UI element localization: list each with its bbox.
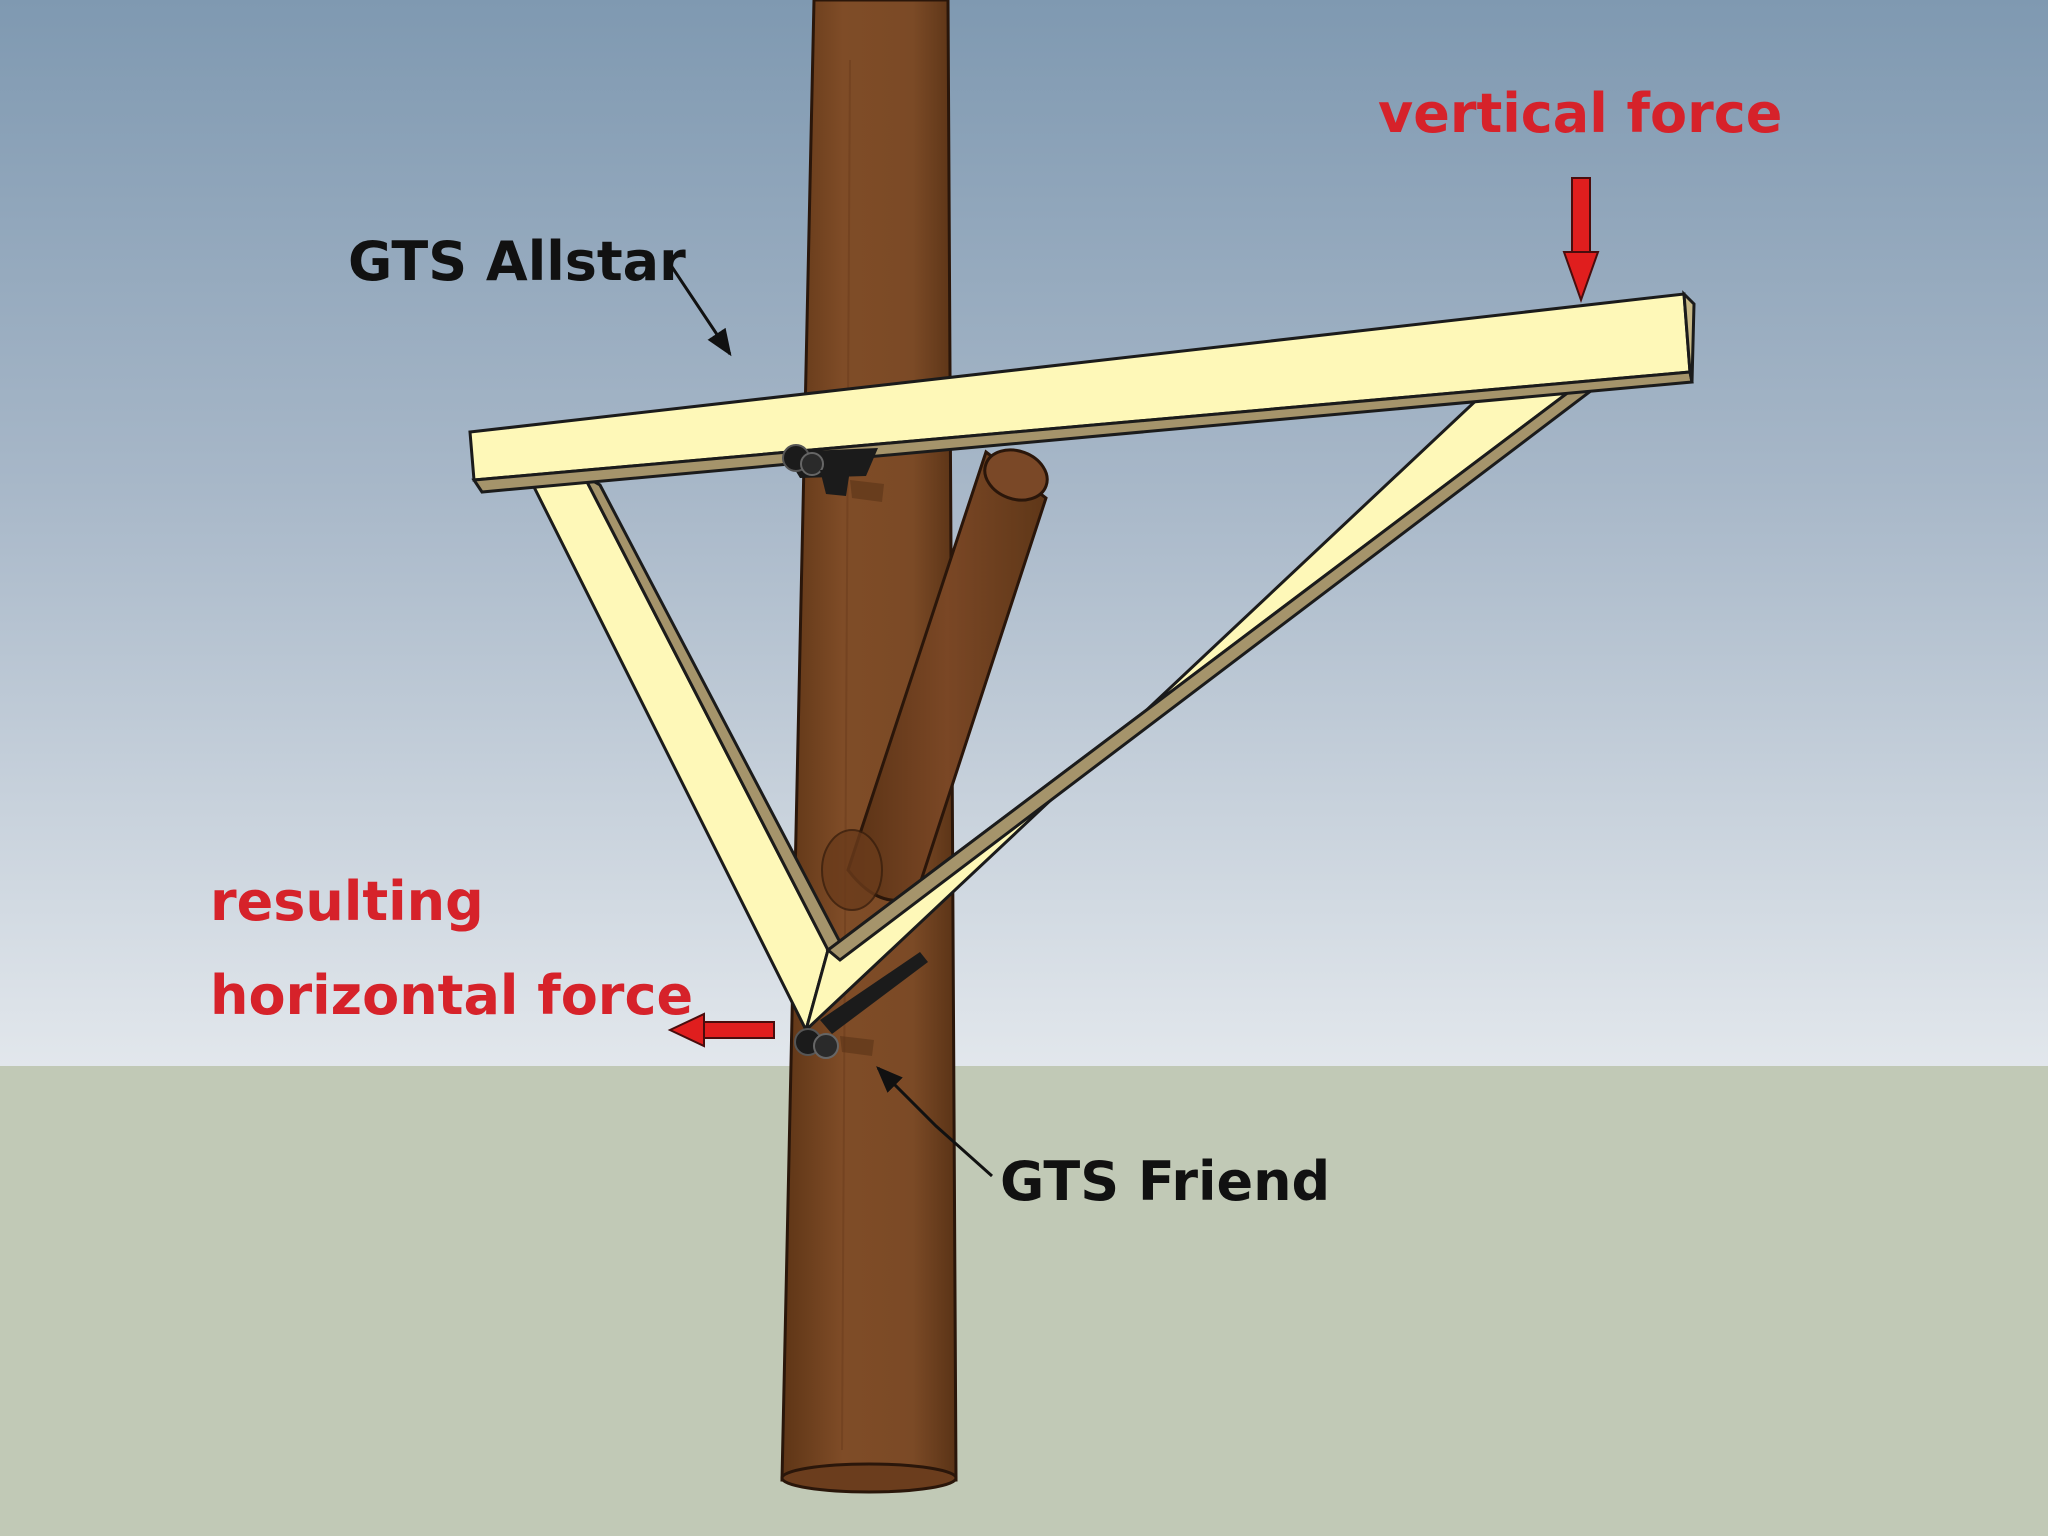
tree-branch bbox=[821, 448, 1049, 911]
friend-bracket bbox=[794, 952, 928, 1059]
ground bbox=[0, 1066, 2048, 1536]
friend-label: GTS Friend bbox=[1000, 1150, 1330, 1213]
allstar-bracket bbox=[782, 444, 884, 502]
horizontal-beam bbox=[468, 290, 1696, 494]
vertical-force-label: vertical force bbox=[1378, 82, 1782, 145]
friend-callout-arrow bbox=[876, 1066, 993, 1178]
horizontal-force-label-line2: horizontal force bbox=[210, 964, 693, 1027]
vertical-force-arrow bbox=[1562, 177, 1600, 303]
horizontal-force-arrow bbox=[667, 1012, 775, 1048]
allstar-callout-arrow bbox=[664, 257, 732, 357]
allstar-label: GTS Allstar bbox=[348, 230, 686, 293]
horizontal-force-label-line1: resulting bbox=[210, 870, 484, 933]
